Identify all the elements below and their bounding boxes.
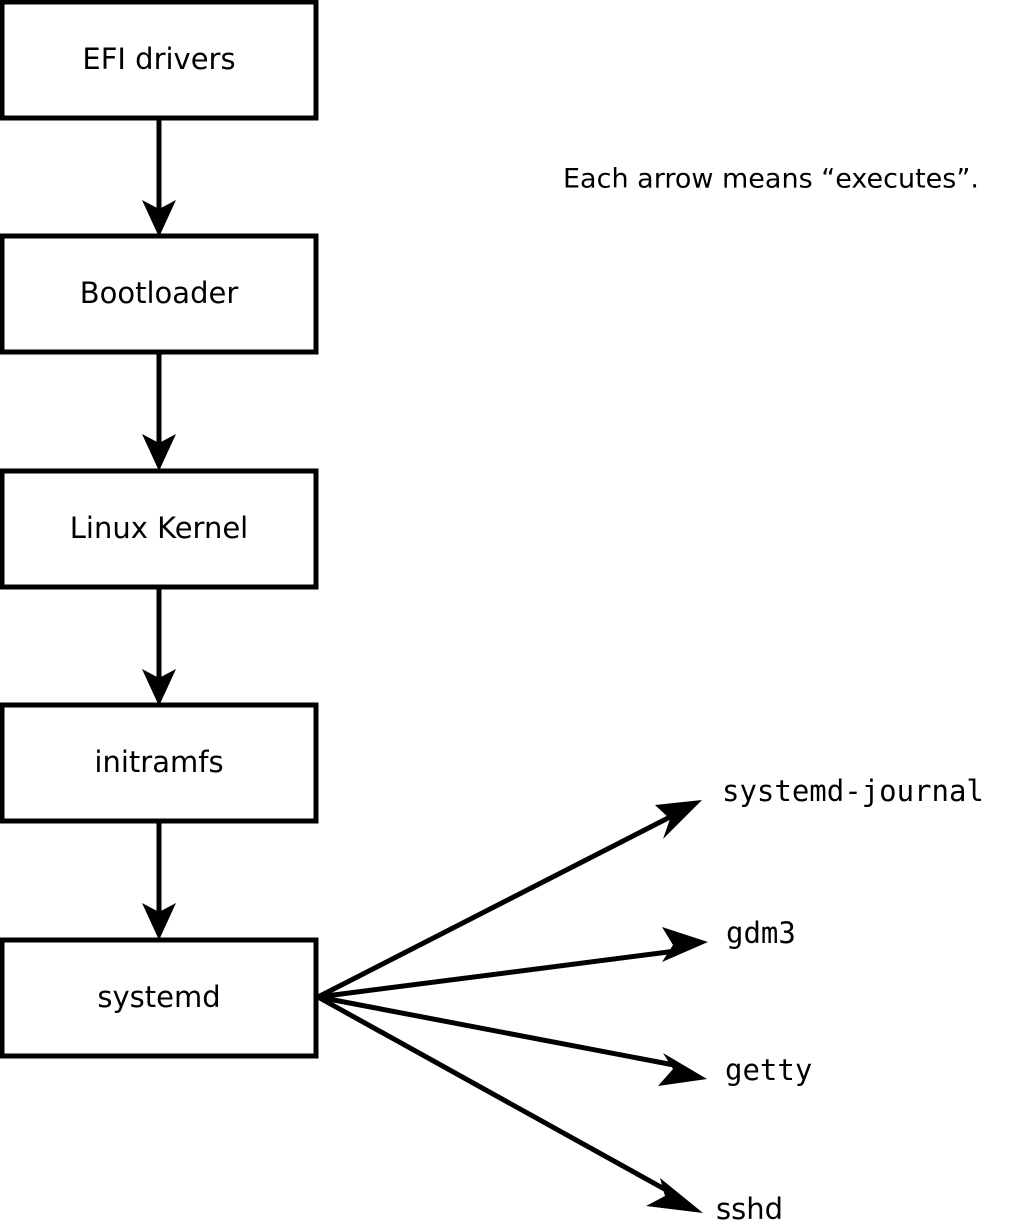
arrow-initramfs-to-systemd — [142, 821, 176, 940]
arrow-shaft — [317, 994, 675, 1068]
arrow-shaft — [316, 994, 670, 1194]
arrow-head-icon — [646, 1178, 703, 1213]
arrow-head-icon — [142, 669, 176, 706]
box-outline — [0, 233, 319, 355]
service-fan-group — [316, 800, 708, 1213]
arrow-bootloader-to-kernel — [142, 352, 176, 471]
box-label-initramfs: initramfs — [94, 745, 223, 779]
box-label-bootloader: Bootloader — [80, 276, 239, 310]
arrow-head-icon — [142, 903, 176, 940]
box-systemd[interactable]: systemd — [0, 937, 319, 1059]
arrow-head-icon — [658, 1053, 707, 1086]
box-outline — [0, 937, 319, 1059]
arrow-head-icon — [662, 927, 708, 962]
service-label-systemd-journal: systemd-journal — [722, 774, 984, 808]
box-efi-drivers[interactable]: EFI drivers — [0, 0, 319, 121]
arrow-kernel-to-initramfs — [142, 587, 176, 706]
boot-chain-boxes: EFI drivers Bootloader Linux Kernel init… — [0, 0, 319, 1059]
box-label-systemd: systemd — [97, 980, 220, 1014]
arrow-systemd-to-systemd-journal — [316, 800, 702, 1000]
arrow-systemd-to-getty — [317, 994, 707, 1086]
box-outline — [0, 468, 319, 590]
arrow-shaft — [316, 813, 674, 1000]
arrow-head-icon — [655, 800, 702, 839]
arrow-systemd-to-sshd — [316, 994, 703, 1213]
service-label-sshd: sshd — [716, 1192, 783, 1226]
arrow-systemd-to-gdm3 — [317, 927, 708, 1000]
box-outline — [0, 0, 319, 121]
service-labels: systemd-journal gdm3 getty sshd — [716, 774, 984, 1226]
box-bootloader[interactable]: Bootloader — [0, 233, 319, 355]
box-initramfs[interactable]: initramfs — [0, 702, 319, 824]
legend-caption: Each arrow means “executes”. — [563, 164, 979, 195]
box-label-efi-drivers: EFI drivers — [82, 42, 235, 76]
arrow-head-icon — [142, 200, 176, 237]
box-label-linux-kernel: Linux Kernel — [70, 511, 248, 545]
chain-arrow-group — [142, 118, 176, 940]
arrow-shaft — [317, 948, 677, 1000]
box-linux-kernel[interactable]: Linux Kernel — [0, 468, 319, 590]
service-label-gdm3: gdm3 — [726, 916, 796, 950]
service-label-getty: getty — [725, 1053, 812, 1087]
box-outline — [0, 702, 319, 824]
arrow-head-icon — [142, 434, 176, 471]
arrow-efi-to-bootloader — [142, 118, 176, 237]
